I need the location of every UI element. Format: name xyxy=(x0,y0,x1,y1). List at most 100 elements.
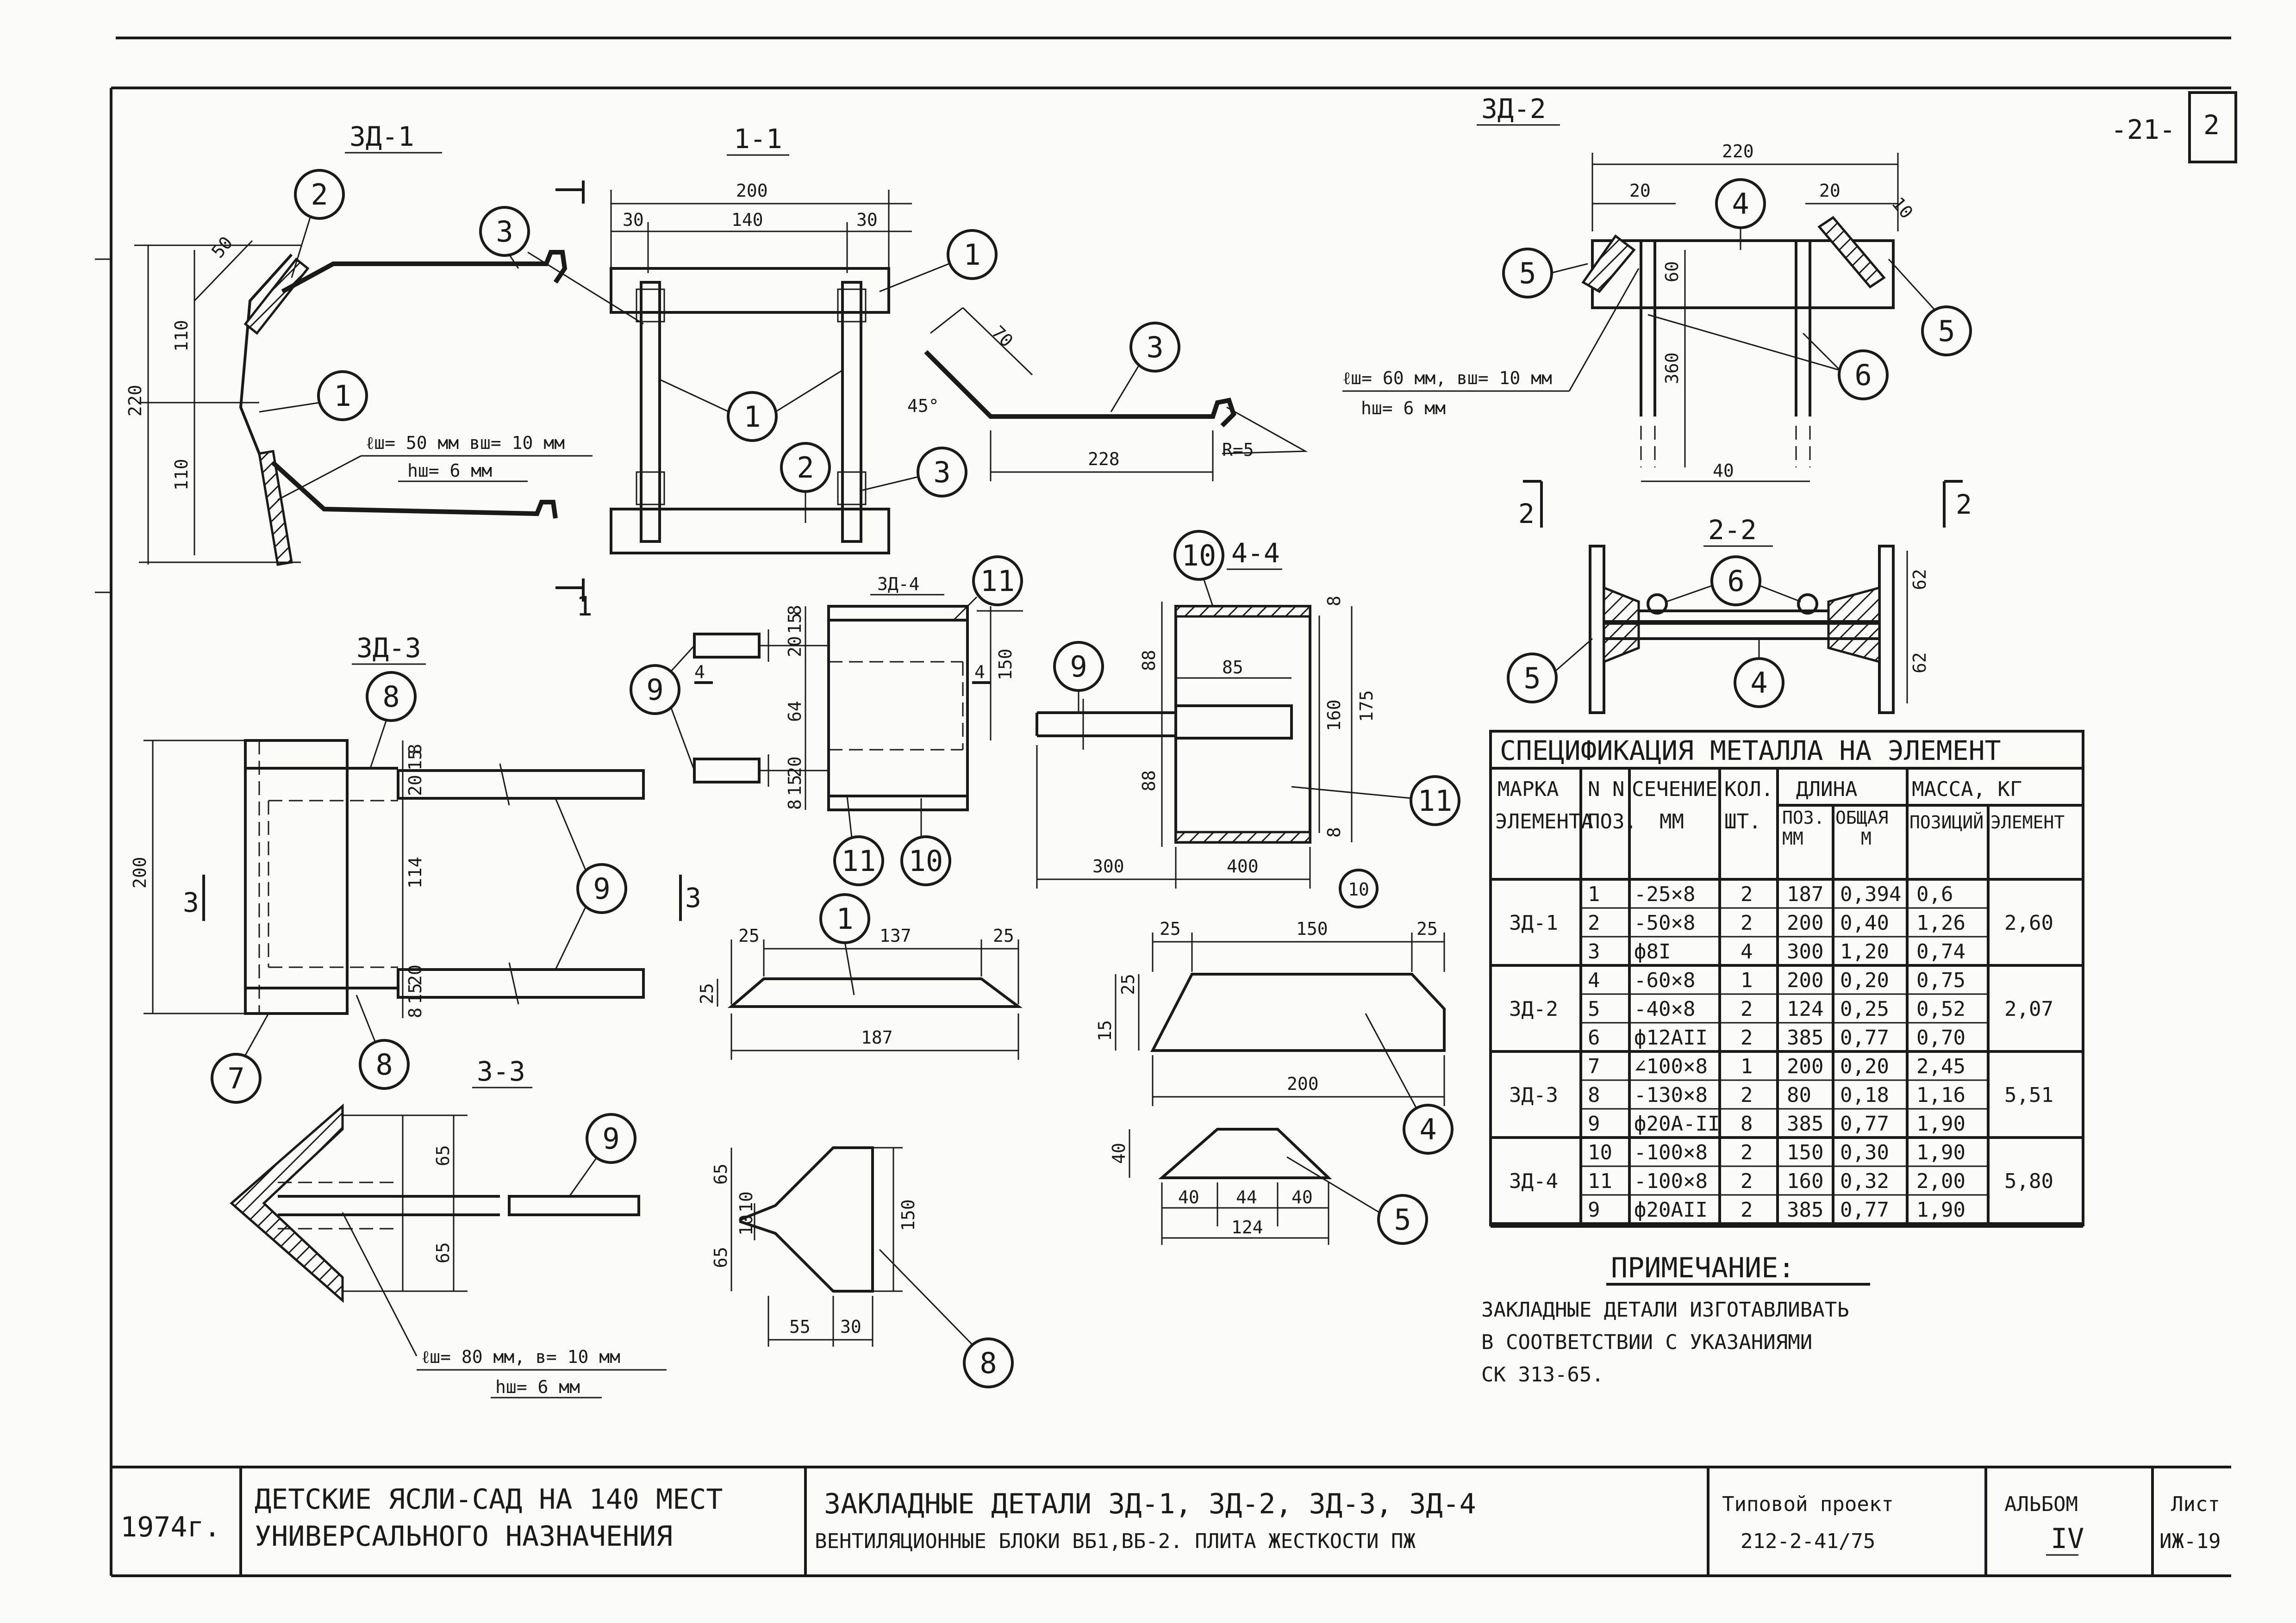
zd4-dim-150: 150 xyxy=(995,648,1016,680)
svg-text:11: 11 xyxy=(842,844,876,878)
svg-text:2: 2 xyxy=(311,178,328,211)
s11-plate-2-bottom xyxy=(610,508,890,554)
zd2-section-mark-right: 2 xyxy=(1956,489,1972,520)
p1-dim-187: 187 xyxy=(861,1027,893,1048)
view-zd2: ЗД-2 220 20 20 10 60 360 40 ℓш= 60 мм, в… xyxy=(1342,93,1972,529)
title-project-name-2: УНИВЕРСАЛЬНОГО НАЗНАЧЕНИЯ xyxy=(255,1520,673,1553)
hdr-section-1: СЕЧЕНИЕ xyxy=(1632,777,1717,801)
view-s44-title: 4-4 xyxy=(1231,537,1280,569)
zd2-dim-10: 10 xyxy=(1888,193,1917,223)
callout: 10 xyxy=(1339,869,1379,908)
bar3-dim-r5: R=5 xyxy=(1222,440,1254,460)
callout: 11 xyxy=(1410,775,1460,826)
callout: 1 xyxy=(317,370,368,421)
s44-dim-8-bottom: 8 xyxy=(1324,827,1344,838)
svg-text:9: 9 xyxy=(1070,650,1087,684)
spec-cell: 0,77 xyxy=(1840,1026,1889,1050)
hdr-length-pos-2: ММ xyxy=(1782,828,1803,849)
svg-text:9: 9 xyxy=(602,1122,619,1156)
spec-cell: 200 xyxy=(1787,1055,1823,1078)
svg-text:1: 1 xyxy=(963,238,980,272)
zd1-bar-3-bottom xyxy=(271,461,558,519)
spec-group-total: 5,80 xyxy=(2004,1169,2053,1193)
zd3-dim-114: 114 xyxy=(405,857,425,889)
callout: 10 xyxy=(1173,530,1224,581)
p4-dim-15: 15 xyxy=(1095,1020,1115,1041)
spec-cell: ∠100×8 xyxy=(1634,1055,1708,1078)
zd2-dim-40: 40 xyxy=(1713,460,1734,481)
svg-text:6: 6 xyxy=(1727,564,1744,598)
s33-weld-note-1: ℓш= 80 мм, в= 10 мм xyxy=(421,1347,620,1367)
zd2-section-mark-left: 2 xyxy=(1518,498,1535,529)
zd3-dim-20-top: 20 xyxy=(405,775,425,796)
spec-cell: 2 xyxy=(1741,1026,1753,1050)
spec-cell: -40×8 xyxy=(1634,997,1695,1021)
view-zd1-title: ЗД-1 xyxy=(349,121,414,152)
part4-outline xyxy=(1150,973,1446,1052)
hdr-mark-1: МАРКА xyxy=(1497,777,1559,801)
callout: 6 xyxy=(1838,349,1889,400)
spec-cell: 2,00 xyxy=(1916,1169,1965,1193)
svg-text:4: 4 xyxy=(1732,187,1749,221)
s44-dim-8-top: 8 xyxy=(1324,596,1344,606)
spec-cell: ф20А-II xyxy=(1634,1112,1720,1136)
spec-cell: 0,20 xyxy=(1840,969,1889,992)
spec-cell: 0,20 xyxy=(1840,1055,1889,1078)
svg-text:7: 7 xyxy=(227,1062,244,1095)
title-drawing-2: ВЕНТИЛЯЦИОННЫЕ БЛОКИ ВБ1,ВБ-2. ПЛИТА ЖЕС… xyxy=(815,1530,1416,1553)
view-s22-title: 2-2 xyxy=(1708,514,1757,546)
s11-plate-1-left xyxy=(640,281,661,543)
svg-text:3: 3 xyxy=(496,215,513,249)
hdr-mark-2: ЭЛЕМЕНТА xyxy=(1495,810,1593,833)
spec-cell: 1 xyxy=(1741,1055,1753,1078)
corner-mark: 2 xyxy=(2203,109,2220,141)
title-drawing-1: ЗАКЛАДНЫЕ ДЕТАЛИ ЗД-1, ЗД-2, ЗД-3, ЗД-4 xyxy=(824,1488,1476,1520)
callout: 8 xyxy=(359,1039,410,1090)
spec-cell: 2 xyxy=(1741,1169,1753,1193)
svg-text:6: 6 xyxy=(1854,358,1872,392)
zd4-dim-64: 64 xyxy=(785,701,805,722)
spec-cell: 1,26 xyxy=(1916,911,1965,935)
spec-cell: ф12АII xyxy=(1634,1026,1708,1050)
zd3-dim-15-bottom: 15 xyxy=(405,983,425,1004)
zd4-dim-8-top: 8 xyxy=(785,605,805,616)
hdr-section-2: ММ xyxy=(1660,810,1684,833)
callout: 2 xyxy=(780,442,831,493)
title-project-name-1: ДЕТСКИЕ ЯСЛИ-САД НА 140 МЕСТ xyxy=(255,1483,723,1516)
svg-text:5: 5 xyxy=(1519,256,1536,290)
s11-plate-1-right xyxy=(841,281,862,543)
svg-text:10: 10 xyxy=(1348,879,1369,900)
part1-outline xyxy=(727,977,1023,1008)
zd2-plate-5-right xyxy=(1817,216,1886,289)
callout: 5 xyxy=(1921,305,1972,356)
zd1-dim-110-bottom: 110 xyxy=(171,459,192,491)
bar3-dim-70: 70 xyxy=(988,322,1017,351)
zd2-dim-20-l: 20 xyxy=(1629,180,1651,201)
note-line-1: ЗАКЛАДНЫЕ ДЕТАЛИ ИЗГОТАВЛИВАТЬ xyxy=(1481,1298,1849,1322)
spec-cell: 80 xyxy=(1787,1083,1811,1107)
title-sheet-number: ИЖ-19 xyxy=(2159,1530,2221,1553)
hdr-mass: МАССА, КГ xyxy=(1912,777,2022,801)
spec-cell: 11 xyxy=(1588,1169,1612,1193)
spec-cell: 385 xyxy=(1787,1112,1823,1136)
spec-cell: -100×8 xyxy=(1634,1141,1708,1164)
s44-dim-88-top: 88 xyxy=(1139,650,1159,671)
zd3-section-mark-left: 3 xyxy=(183,887,199,918)
svg-text:5: 5 xyxy=(1523,661,1541,695)
zd3-dim-15-top: 15 xyxy=(405,749,425,771)
hdr-qty-2: ШТ. xyxy=(1724,810,1761,833)
svg-text:1: 1 xyxy=(334,379,351,413)
note-line-2: В СООТВЕТСТВИИ С УКАЗАНИЯМИ xyxy=(1481,1331,1812,1354)
callout: 3 xyxy=(1129,322,1180,373)
p1-dim-137: 137 xyxy=(880,926,911,946)
spec-cell: -60×8 xyxy=(1634,969,1695,992)
zd3-bar-9-top xyxy=(397,769,645,800)
spec-cell: 160 xyxy=(1787,1169,1823,1193)
callout: 8 xyxy=(963,1337,1014,1388)
spec-cell: 7 xyxy=(1588,1055,1600,1078)
svg-text:5: 5 xyxy=(1938,314,1955,348)
callout: 9 xyxy=(576,863,627,914)
spec-group-mark: ЗД-2 xyxy=(1509,997,1558,1021)
spec-cell: 200 xyxy=(1787,969,1823,992)
